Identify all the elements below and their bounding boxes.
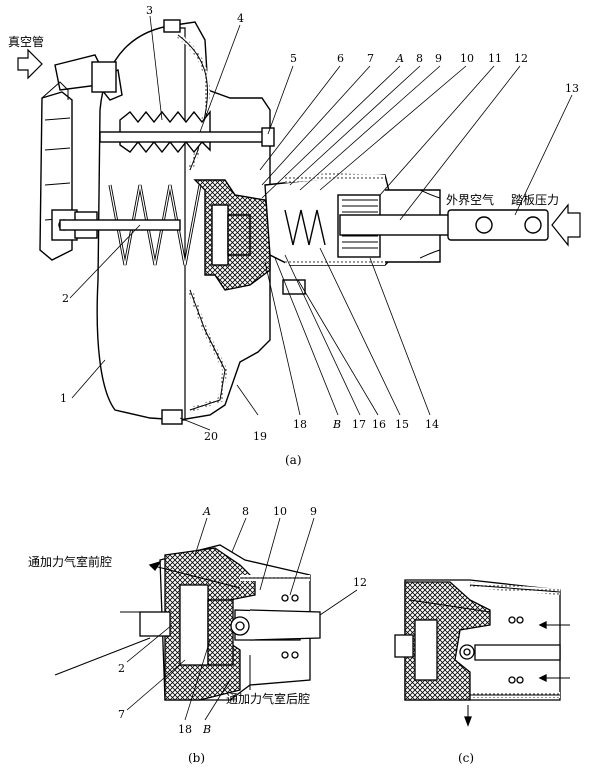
callout-a-16: 16 <box>372 418 386 431</box>
callout-a-18: 18 <box>293 418 307 431</box>
vacuum-pipe-label: 真空管 <box>8 34 44 49</box>
callout-a-19: 19 <box>253 430 267 443</box>
front-chamber-label: 通加力气室前腔 <box>28 554 112 569</box>
callout-a-12: 12 <box>514 52 528 65</box>
callout-a-13: 13 <box>565 82 579 95</box>
callout-b-8: 8 <box>242 505 249 518</box>
caption-a: (a) <box>285 453 302 467</box>
callout-a-B: B <box>332 418 341 431</box>
figure-c <box>394 579 570 727</box>
callout-b-2: 2 <box>118 662 125 675</box>
figure-b <box>54 517 358 721</box>
pedal-force-label: 踏板压力 <box>511 193 559 207</box>
callout-a-2: 2 <box>62 292 69 305</box>
outside-air-label: 外界空气 <box>446 192 494 207</box>
callout-a-9: 9 <box>435 52 442 65</box>
callout-a-14: 14 <box>425 418 439 431</box>
callout-a-5: 5 <box>290 52 297 65</box>
callout-a-6: 6 <box>337 52 344 65</box>
callout-b-9: 9 <box>310 505 317 518</box>
callout-b-7: 7 <box>118 708 125 721</box>
rear-chamber-label: 通加力气室后腔 <box>226 691 310 706</box>
callout-a-7: 7 <box>367 52 374 65</box>
caption-b: (b) <box>188 751 205 765</box>
callout-a-A: A <box>395 52 404 65</box>
callout-b-12: 12 <box>353 576 367 589</box>
callout-b-A: A <box>202 505 211 518</box>
callout-a-1: 1 <box>60 392 67 405</box>
callout-a-4: 4 <box>237 12 244 25</box>
callout-a-20: 20 <box>204 430 218 443</box>
callout-b-B: B <box>202 723 211 736</box>
callout-b-10: 10 <box>273 505 287 518</box>
caption-c: (c) <box>458 751 474 765</box>
callout-a-11: 11 <box>488 52 502 65</box>
callout-b-18: 18 <box>178 723 192 736</box>
figure-a <box>17 15 581 431</box>
callout-a-15: 15 <box>395 418 409 431</box>
callout-a-17: 17 <box>352 418 366 431</box>
callout-a-8: 8 <box>416 52 423 65</box>
callout-a-3: 3 <box>146 4 153 17</box>
callout-a-10: 10 <box>460 52 474 65</box>
